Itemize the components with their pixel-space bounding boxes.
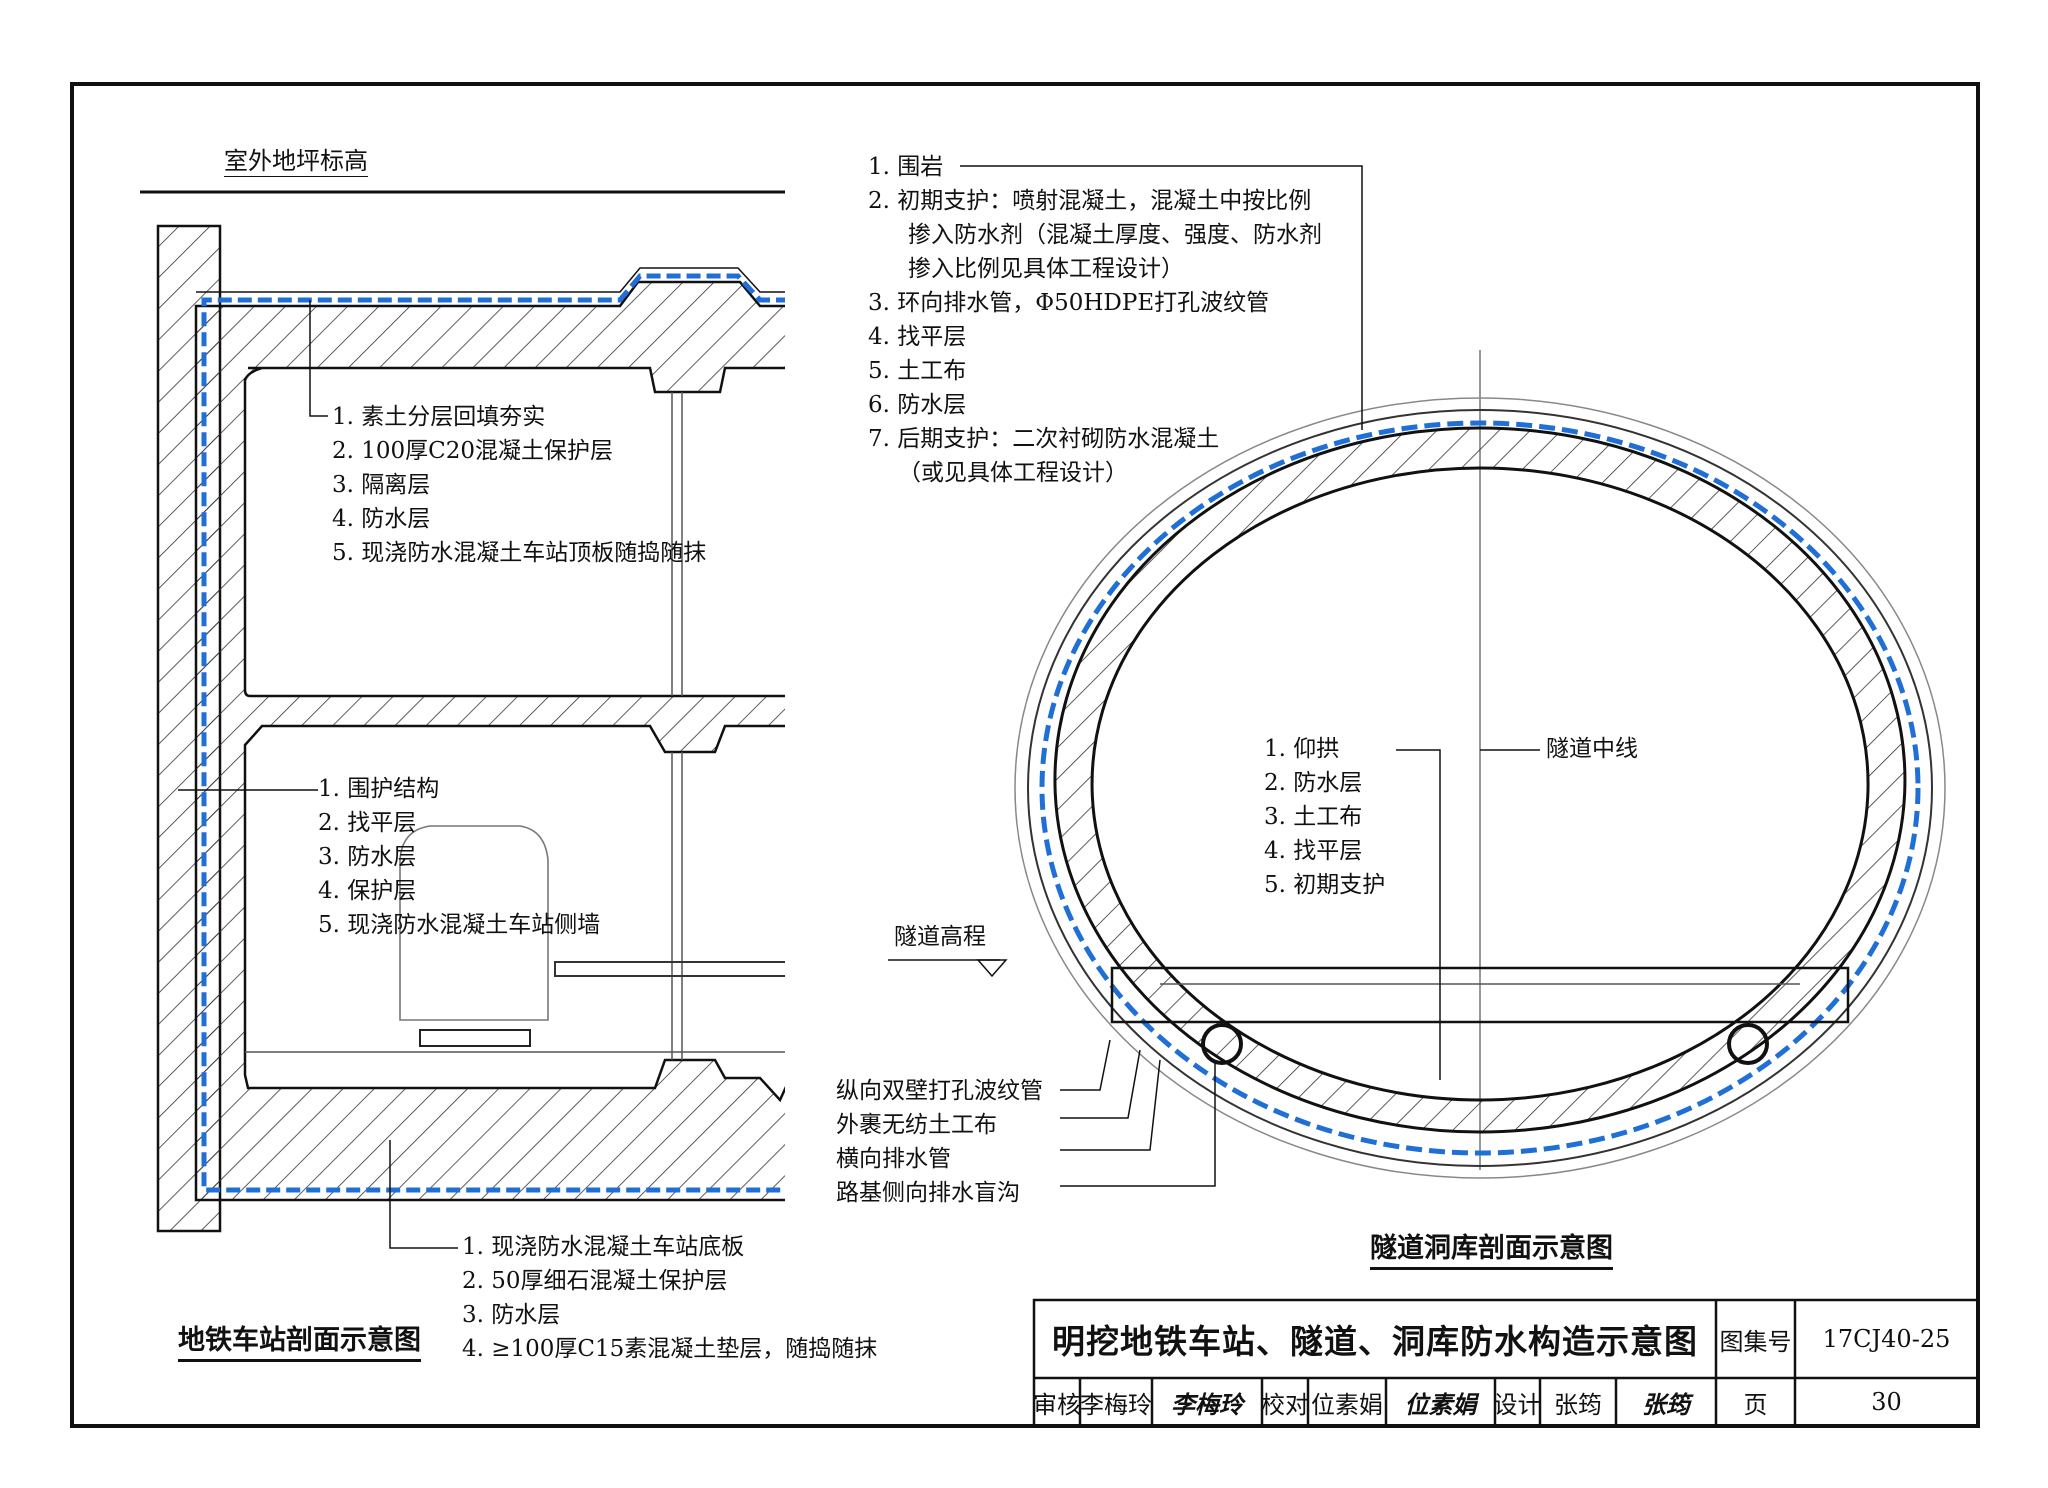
page-number: 30 — [1871, 1388, 1902, 1416]
station-floor-notes: 1. 现浇防水混凝土车站底板 2. 50厚细石混凝土保护层 3. 防水层 4. … — [462, 1230, 877, 1366]
station-wall-notes: 1. 围护结构 2. 找平层 3. 防水层 4. 保护层 5. 现浇防水混凝土车… — [318, 772, 600, 942]
note-item: 掺入防水剂（混凝土厚度、强度、防水剂 — [908, 222, 1322, 248]
road-bed — [1110, 966, 1850, 1024]
reviewer-signature: 李梅玲 — [1171, 1389, 1243, 1419]
note-item: 5. 初期支护 — [1264, 872, 1386, 898]
note-item: 3. 环向排水管，Φ50HDPE打孔波纹管 — [868, 290, 1270, 316]
note-item: 掺入比例见具体工程设计） — [908, 256, 1184, 282]
note-item: 4. ≥100厚C15素混凝土垫层，随捣随抹 — [462, 1336, 878, 1362]
note-item: 5. 土工布 — [868, 358, 967, 384]
note-item: 3. 防水层 — [462, 1302, 561, 1328]
main-title: 明挖地铁车站、隧道、洞库防水构造示意图 — [1052, 1322, 1698, 1361]
note-item: 1. 素土分层回填夯实 — [332, 404, 546, 430]
note-item: 4. 找平层 — [868, 324, 967, 350]
note-item: 1. 仰拱 — [1264, 736, 1340, 762]
drawing-frame — [70, 82, 1980, 1428]
elevation-label: 隧道高程 — [894, 924, 986, 950]
tunnel-title: 隧道洞库剖面示意图 — [1370, 1226, 1613, 1270]
note-item: （或见具体工程设计） — [898, 460, 1128, 486]
note-item: 横向排水管 — [836, 1146, 951, 1172]
initial-support — [1027, 409, 1933, 1167]
rock-boundary — [1014, 397, 1946, 1179]
elevation-triangle — [976, 959, 1008, 978]
note-item: 4. 保护层 — [318, 878, 417, 904]
note-item: 2. 初期支护：喷射混凝土，混凝土中按比例 — [868, 188, 1312, 214]
note-item: 5. 现浇防水混凝土车站顶板随捣随抹 — [332, 540, 707, 566]
note-item: 7. 后期支护：二次衬砌防水混凝土 — [868, 426, 1220, 452]
station-leaders — [178, 300, 458, 1249]
station-section — [140, 190, 785, 1233]
reviewer-name: 李梅玲 — [1080, 1390, 1152, 1419]
tunnel-section — [888, 350, 1946, 1179]
note-item: 6. 防水层 — [868, 392, 967, 418]
station-waterproof-layer — [201, 273, 785, 1193]
train-outline — [399, 825, 549, 1021]
tunnel-invert-notes: 1. 仰拱 2. 防水层 3. 土工布 4. 找平层 5. 初期支护 — [1264, 732, 1385, 902]
secondary-lining — [1053, 426, 1907, 1134]
centerline-label: 隧道中线 — [1546, 736, 1638, 762]
review-label: 审核 — [1033, 1390, 1081, 1419]
page-label: 页 — [1743, 1390, 1768, 1419]
note-item: 2. 50厚细石混凝土保护层 — [462, 1268, 728, 1294]
tunnel-waterproof-layer — [1039, 420, 1921, 1156]
checker-name: 位素娟 — [1311, 1390, 1383, 1419]
atlas-number: 17CJ40-25 — [1822, 1325, 1951, 1353]
tunnel-drain-notes: 纵向双壁打孔波纹管 外裹无纺土工布 横向排水管 路基侧向排水盲沟 — [836, 1074, 1043, 1210]
note-item: 5. 现浇防水混凝土车站侧墙 — [318, 912, 601, 938]
note-item: 1. 现浇防水混凝土车站底板 — [462, 1234, 745, 1260]
platform — [554, 961, 785, 977]
tunnel-leaders — [960, 165, 1540, 1187]
designer-name: 张筠 — [1554, 1390, 1602, 1419]
atlas-label: 图集号 — [1719, 1327, 1792, 1356]
station-structure — [194, 280, 785, 1202]
bogie — [419, 1029, 531, 1047]
tunnel-top-notes: 1. 围岩 2. 初期支护：喷射混凝土，混凝土中按比例 掺入防水剂（混凝土厚度、… — [868, 150, 1322, 490]
note-item: 1. 围岩 — [868, 154, 944, 180]
note-item: 路基侧向排水盲沟 — [836, 1180, 1020, 1206]
note-item: 纵向双壁打孔波纹管 — [836, 1078, 1043, 1104]
note-item: 3. 防水层 — [318, 844, 417, 870]
station-roof-notes: 1. 素土分层回填夯实 2. 100厚C20混凝土保护层 3. 隔离层 4. 防… — [332, 400, 706, 570]
station-title: 地铁车站剖面示意图 — [178, 1318, 421, 1362]
checker-signature: 位素娟 — [1404, 1389, 1477, 1419]
ground-label: 室外地坪标高 — [224, 147, 368, 177]
note-item: 4. 找平层 — [1264, 838, 1363, 864]
designer-signature: 张筠 — [1642, 1389, 1690, 1419]
check-label: 校对 — [1261, 1390, 1309, 1419]
note-item: 3. 隔离层 — [332, 472, 431, 498]
note-item: 4. 防水层 — [332, 506, 431, 532]
note-item: 2. 防水层 — [1264, 770, 1363, 796]
drain-pipe-right — [1727, 1023, 1769, 1065]
note-item: 外裹无纺土工布 — [836, 1112, 997, 1138]
note-item: 1. 围护结构 — [318, 776, 440, 802]
note-item: 2. 找平层 — [318, 810, 417, 836]
station-protection-layer — [196, 267, 785, 293]
design-label: 设计 — [1493, 1390, 1542, 1419]
note-item: 2. 100厚C20混凝土保护层 — [332, 438, 614, 464]
title-block-grid — [1032, 1298, 1980, 1428]
drain-pipe-left — [1201, 1023, 1243, 1065]
note-item: 3. 土工布 — [1264, 804, 1363, 830]
